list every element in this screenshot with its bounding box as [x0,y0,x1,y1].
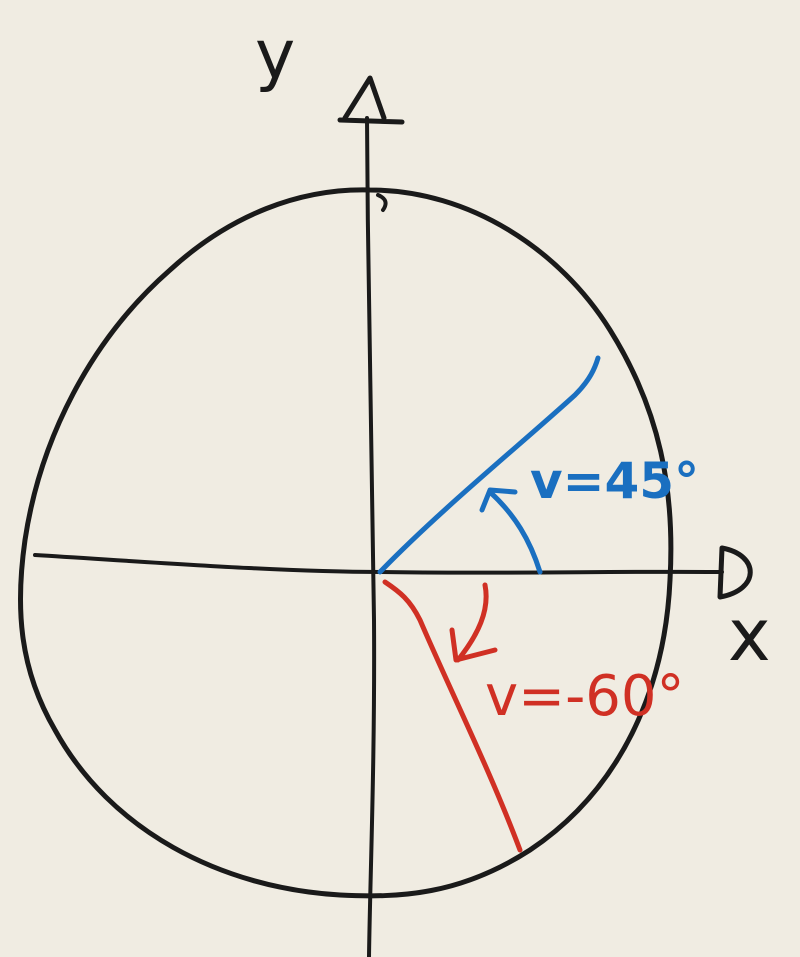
x-axis-label: x [728,593,771,677]
y-axis-label: y [255,16,295,95]
y-axis-arrowhead [337,75,405,125]
negative-angle-arc-arrow [449,582,498,663]
y-axis [365,116,377,957]
positive-angle-ray [377,355,601,575]
positive-angle-label: v=45° [530,452,699,510]
negative-angle-ray [382,579,523,853]
circle [17,187,674,899]
x-axis-arrowhead [717,545,753,600]
circle-tick [376,193,388,212]
negative-angle-label: v=-60° [485,664,685,729]
positive-angle-arc-arrow [479,487,543,575]
